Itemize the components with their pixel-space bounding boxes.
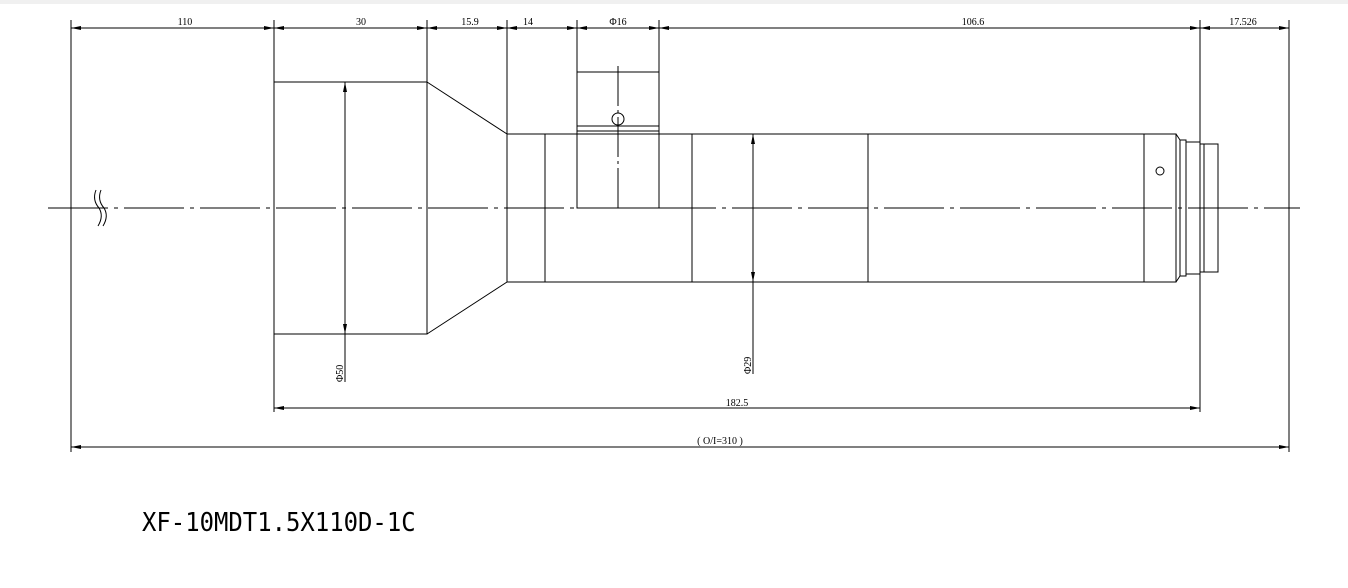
front-barrel (273, 81, 428, 335)
dim-neck-length: 14 (523, 17, 533, 28)
arrowheads (71, 26, 1289, 449)
rear-ring (1143, 133, 1177, 283)
knob-screw-icon (611, 112, 625, 126)
technical-drawing: 110 30 15.9 14 Φ16 106.6 17.526 182.5 ( … (48, 17, 1300, 452)
dim-back-focal: 17.526 (1229, 17, 1257, 28)
dim-body-diameter: Φ29 (743, 357, 754, 374)
dim-front-length: 30 (356, 17, 366, 28)
model-number: XF-10MDT1.5X110D-1C (142, 508, 416, 538)
dim-body-length: 106.6 (962, 17, 985, 28)
set-screw-icon (1155, 166, 1165, 176)
break-symbol-b (99, 189, 107, 227)
mount-thread (1199, 143, 1219, 273)
top-border (0, 0, 1348, 4)
break-symbol-a (94, 189, 102, 227)
dim-total-length: 182.5 (726, 398, 749, 409)
dim-taper-length: 15.9 (461, 17, 479, 28)
dim-knob-diameter: Φ16 (609, 17, 626, 28)
dim-object-to-image: ( O/I=310 ) (697, 436, 743, 447)
dim-working-distance: 110 (178, 17, 193, 28)
dim-front-diameter: Φ50 (335, 365, 346, 382)
